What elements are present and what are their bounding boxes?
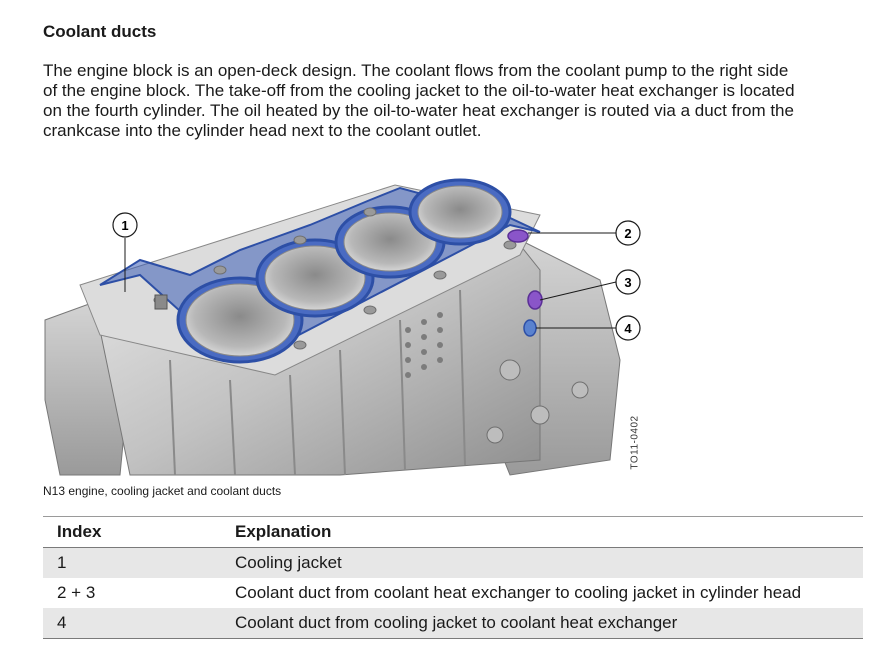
oil-holes [405,312,443,378]
paragraph-line: on the fourth cylinder. The oil heated b… [43,101,794,120]
table-row: 1 Cooling jacket [43,547,863,578]
coolant-duct-2 [507,229,529,243]
coolant-duct-3 [527,290,543,310]
bolt-holes [153,207,517,350]
explanation-cell: Cooling jacket [221,547,863,578]
callout-4: 4 [615,315,641,341]
callout-label: 4 [624,321,632,336]
section-heading: Coolant ducts [43,22,157,41]
block-ribs [169,289,466,476]
index-table: Index Explanation 1 Cooling jacket 2 + 3… [43,516,863,639]
callout-label: 1 [121,218,128,233]
column-header-explanation: Explanation [221,516,863,548]
figure-caption: N13 engine, cooling jacket and coolant d… [43,484,282,498]
paragraph-line: of the engine block. The take-off from t… [43,81,795,100]
table-row: 2 + 3 Coolant duct from coolant heat exc… [43,578,863,608]
explanation-cell: Coolant duct from coolant heat exchanger… [235,583,802,602]
end-bosses [486,359,589,444]
cylinder-bores [176,178,512,364]
callout-label: 3 [624,275,631,290]
paragraph-line: The engine block is an open-deck design.… [43,61,789,80]
dowel-pin [154,294,168,310]
index-cell: 2 + 3 [57,583,96,602]
callout-1: 1 [112,212,138,238]
engine-block-illustration: 1 2 3 4 [44,178,641,476]
paragraph-line: crankcase into the cylinder head next to… [43,121,482,140]
index-cell: 4 [43,608,221,639]
column-header-index: Index [43,516,221,548]
figure-id-text: TO11-0402 [629,415,641,470]
table-header-row: Index Explanation [43,516,863,548]
explanation-cell: Coolant duct from cooling jacket to cool… [221,608,863,639]
callout-label: 2 [624,226,631,241]
leader-lines [124,232,617,329]
body-paragraph: The engine block is an open-deck design.… [43,61,858,141]
index-cell: 1 [43,547,221,578]
callout-3: 3 [615,269,641,295]
table-row: 4 Coolant duct from cooling jacket to co… [43,608,863,639]
callout-2: 2 [615,220,641,246]
coolant-duct-4 [523,319,537,337]
figure-id: TO11-0402 [628,415,642,475]
